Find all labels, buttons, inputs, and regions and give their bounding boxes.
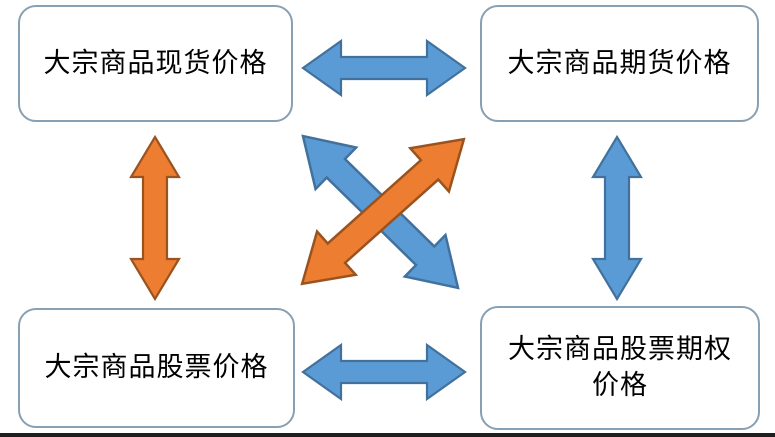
double-arrow-orange-shape	[300, 137, 466, 286]
double-arrow-stock-option-icon	[301, 342, 467, 402]
double-arrow-spot-futures-icon	[301, 38, 467, 98]
node-label-line2: 价格	[592, 370, 648, 401]
double-arrow-blue-shape	[591, 134, 643, 302]
node-label-line1: 大宗商品股票期权	[508, 334, 732, 365]
node-commodity-stock-option-price: 大宗商品股票期权 价格	[480, 306, 760, 430]
bottom-border-line	[0, 433, 775, 437]
diagonal-double-arrows-icon	[300, 134, 466, 290]
node-commodity-futures-price: 大宗商品期货价格	[480, 5, 759, 122]
double-arrow-orange-shape	[129, 134, 181, 302]
node-label-line1: 大宗商品期货价格	[507, 47, 732, 79]
node-label-line1: 大宗商品现货价格	[43, 47, 268, 79]
double-arrow-stock-futures-icon	[300, 137, 466, 286]
double-arrow-blue-shape	[301, 342, 467, 402]
double-arrow-spot-stock-icon	[129, 134, 181, 302]
node-label-line1: 大宗商品股票价格	[44, 352, 269, 383]
double-arrow-blue-shape	[301, 38, 467, 98]
double-arrow-futures-option-icon	[591, 134, 643, 302]
node-commodity-spot-price: 大宗商品现货价格	[18, 5, 293, 122]
node-commodity-stock-price: 大宗商品股票价格	[18, 308, 295, 428]
